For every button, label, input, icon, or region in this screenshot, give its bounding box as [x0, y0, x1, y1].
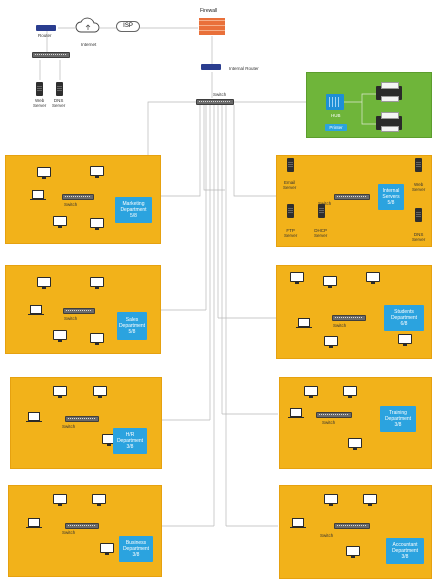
internal-servers-box: [276, 155, 432, 247]
laptop-icon: [30, 190, 46, 200]
computer-icon: [290, 272, 304, 284]
ftp-server-icon: [287, 204, 294, 218]
computer-icon: [53, 216, 67, 228]
internal-servers-tag: Internal Servers 5/8: [378, 184, 404, 210]
internal-servers-name: Internal Servers 5/8: [382, 188, 400, 206]
sales-switch-label: Switch: [64, 316, 78, 321]
ftp-server-label: FTP Server: [284, 228, 298, 238]
computer-icon: [100, 543, 114, 555]
internal-router: [201, 64, 221, 70]
training-department-tag: Training Department 3/8: [380, 406, 416, 432]
computer-icon: [346, 546, 360, 558]
laptop-icon: [26, 412, 42, 422]
business-switch-label: Switch: [62, 530, 76, 535]
web-server-icon: [36, 82, 43, 96]
internet-cloud-icon: [75, 17, 100, 33]
isp-node: ISP: [116, 21, 140, 32]
students-department-tag: Students Department 6/8: [384, 305, 424, 331]
accountant-department-tag: Accountant Department 3/8: [386, 538, 424, 564]
computer-icon: [90, 166, 104, 178]
edge-router: [36, 25, 56, 31]
computer-icon: [304, 386, 318, 398]
internal-switch: [334, 194, 370, 200]
hub-icon: [326, 94, 344, 110]
accountant-switch-label: Switch: [320, 533, 334, 538]
printer-links: [344, 93, 376, 125]
computer-icon: [53, 386, 67, 398]
computer-icon: [343, 386, 357, 398]
computer-icon: [363, 494, 377, 506]
business-department-name: Business Department 3/8: [122, 540, 150, 558]
computer-icon: [366, 272, 380, 284]
computer-icon: [348, 438, 362, 450]
business-department-tag: Business Department 3/8: [119, 536, 153, 562]
hr-switch-label: Switch: [62, 424, 76, 429]
hr-department-name: H/R Department 3/8: [116, 432, 144, 450]
edge-router-label: Router: [38, 33, 52, 38]
marketing-department-name: Marketing Department 5/8: [120, 201, 147, 219]
students-switch: [332, 315, 366, 321]
main-switch-label: Switch: [213, 92, 227, 97]
computer-icon: [90, 277, 104, 289]
web-server-icon: [415, 158, 422, 172]
computer-icon: [92, 494, 106, 506]
training-switch: [316, 412, 352, 418]
printer-icon-bottom: [376, 112, 402, 132]
laptop-icon: [288, 408, 304, 418]
accountant-department-box: [279, 485, 432, 579]
sales-department-name: Sales Department 5/8: [118, 317, 146, 335]
internal-dns-server-label: DNS Server: [412, 232, 426, 242]
accountant-switch: [334, 523, 370, 529]
computer-icon: [53, 494, 67, 506]
dns-server-label: DNS Server: [52, 98, 66, 108]
dhcp-server-label: DHCP Server: [314, 228, 328, 238]
laptop-icon: [290, 518, 306, 528]
hr-switch: [65, 416, 99, 422]
laptop-icon: [296, 318, 312, 328]
email-server-icon: [287, 158, 294, 172]
computer-icon: [93, 386, 107, 398]
computer-icon: [90, 218, 104, 230]
computer-icon: [323, 276, 337, 288]
internet-label: Internet: [81, 42, 97, 47]
dns-server-icon: [56, 82, 63, 96]
laptop-icon: [28, 305, 44, 315]
business-department-box: [8, 485, 162, 577]
dhcp-server-icon: [318, 204, 325, 218]
computer-icon: [37, 167, 51, 179]
email-server-label: Email Server: [283, 180, 297, 190]
dns-server-icon: [415, 208, 422, 222]
printer-tag: Printer: [325, 124, 347, 131]
hr-department-tag: H/R Department 3/8: [113, 428, 147, 454]
students-switch-label: Switch: [333, 323, 347, 328]
computer-icon: [324, 494, 338, 506]
hr-department-box: [10, 377, 162, 469]
web-server-label: Web Server: [33, 98, 47, 108]
laptop-icon: [26, 518, 42, 528]
firewall-label: Firewall: [200, 8, 218, 14]
computer-icon: [398, 334, 412, 346]
training-switch-label: Switch: [322, 420, 336, 425]
firewall-icon: [199, 18, 225, 35]
computer-icon: [90, 333, 104, 345]
training-department-name: Training Department 3/8: [384, 410, 412, 428]
dmz-switch: [32, 52, 70, 58]
hub-label: HUB: [331, 113, 341, 118]
sales-switch: [63, 308, 95, 314]
marketing-switch: [62, 194, 94, 200]
main-switch: [196, 99, 234, 105]
business-switch: [65, 523, 99, 529]
marketing-department-tag: Marketing Department 5/8: [115, 197, 152, 223]
internal-web-server-label: Web Server: [412, 182, 426, 192]
students-department-name: Students Department 6/8: [390, 309, 418, 327]
computer-icon: [324, 336, 338, 348]
computer-icon: [53, 330, 67, 342]
printer-icon-top: [376, 82, 402, 102]
marketing-switch-label: Switch: [64, 202, 78, 207]
accountant-department-name: Accountant Department 3/8: [391, 542, 419, 560]
internal-switch-label: Switch: [318, 201, 332, 206]
sales-department-tag: Sales Department 5/8: [117, 312, 147, 340]
internal-router-label: Internal Router: [229, 66, 259, 71]
computer-icon: [37, 277, 51, 289]
